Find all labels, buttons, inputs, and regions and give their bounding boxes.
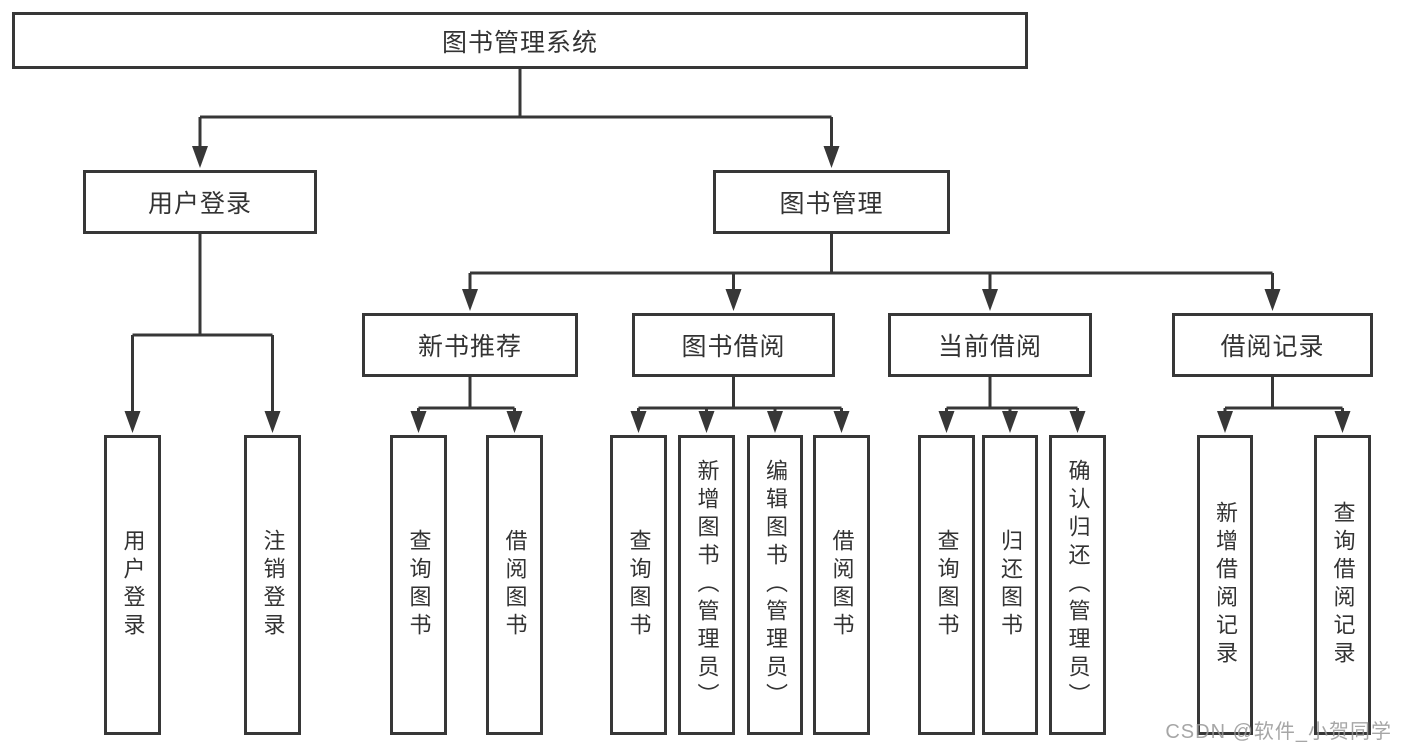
csdn-watermark: CSDN @软件_小贺同学 [1165,721,1392,743]
node-label: 图书管理 [779,190,884,218]
node-label: 借阅图书 [829,529,855,641]
node-label: 借阅图书 [502,529,528,641]
leaf-current-query-books: 查询图书 [918,435,975,735]
node-book-borrowing: 图书借阅 [632,313,835,377]
leaf-newbook-borrow-books: 借阅图书 [486,435,543,735]
node-label: 用户登录 [147,190,252,218]
leaf-borrow-add-book-admin: 新增图书（管理员） [678,435,735,735]
node-book-management: 图书管理 [713,170,950,234]
node-label: 新增图书（管理员） [694,459,720,711]
node-library-system: 图书管理系统 [12,12,1028,69]
leaf-logout: 注销登录 [244,435,301,735]
node-label: 注销登录 [260,529,286,641]
node-label: 新增借阅记录 [1213,501,1238,669]
node-label: 用户登录 [120,529,146,641]
leaf-current-confirm-return-admin: 确认归还（管理员） [1049,435,1106,735]
node-label: 查询借阅记录 [1330,501,1356,669]
leaf-borrow-borrow-books: 借阅图书 [813,435,870,735]
node-label: 图书借阅 [681,333,786,361]
node-label: 借阅记录 [1220,333,1325,361]
leaf-records-add-record: 新增借阅记录 [1197,435,1253,735]
node-label: 编辑图书（管理员） [763,459,788,711]
leaf-borrow-query-books: 查询图书 [610,435,667,735]
leaf-borrow-edit-book-admin: 编辑图书（管理员） [747,435,803,735]
leaf-user-login: 用户登录 [104,435,161,735]
node-user-login: 用户登录 [83,170,317,234]
node-new-book-recommendation: 新书推荐 [362,313,578,377]
node-borrowing-records: 借阅记录 [1172,313,1373,377]
arrowheads [124,146,1351,433]
node-label: 归还图书 [998,529,1023,641]
node-label: 图书管理系统 [441,28,598,57]
node-label: 查询图书 [406,529,432,641]
leaf-records-query-record: 查询借阅记录 [1314,435,1371,735]
node-label: 当前借阅 [937,333,1042,361]
node-label: 新书推荐 [417,333,522,361]
leaf-newbook-query-books: 查询图书 [390,435,447,735]
node-label: 查询图书 [626,529,652,641]
node-current-borrowing: 当前借阅 [888,313,1092,377]
node-label: 确认归还（管理员） [1065,459,1091,711]
node-label: 查询图书 [934,529,960,641]
leaf-current-return-books: 归还图书 [982,435,1038,735]
